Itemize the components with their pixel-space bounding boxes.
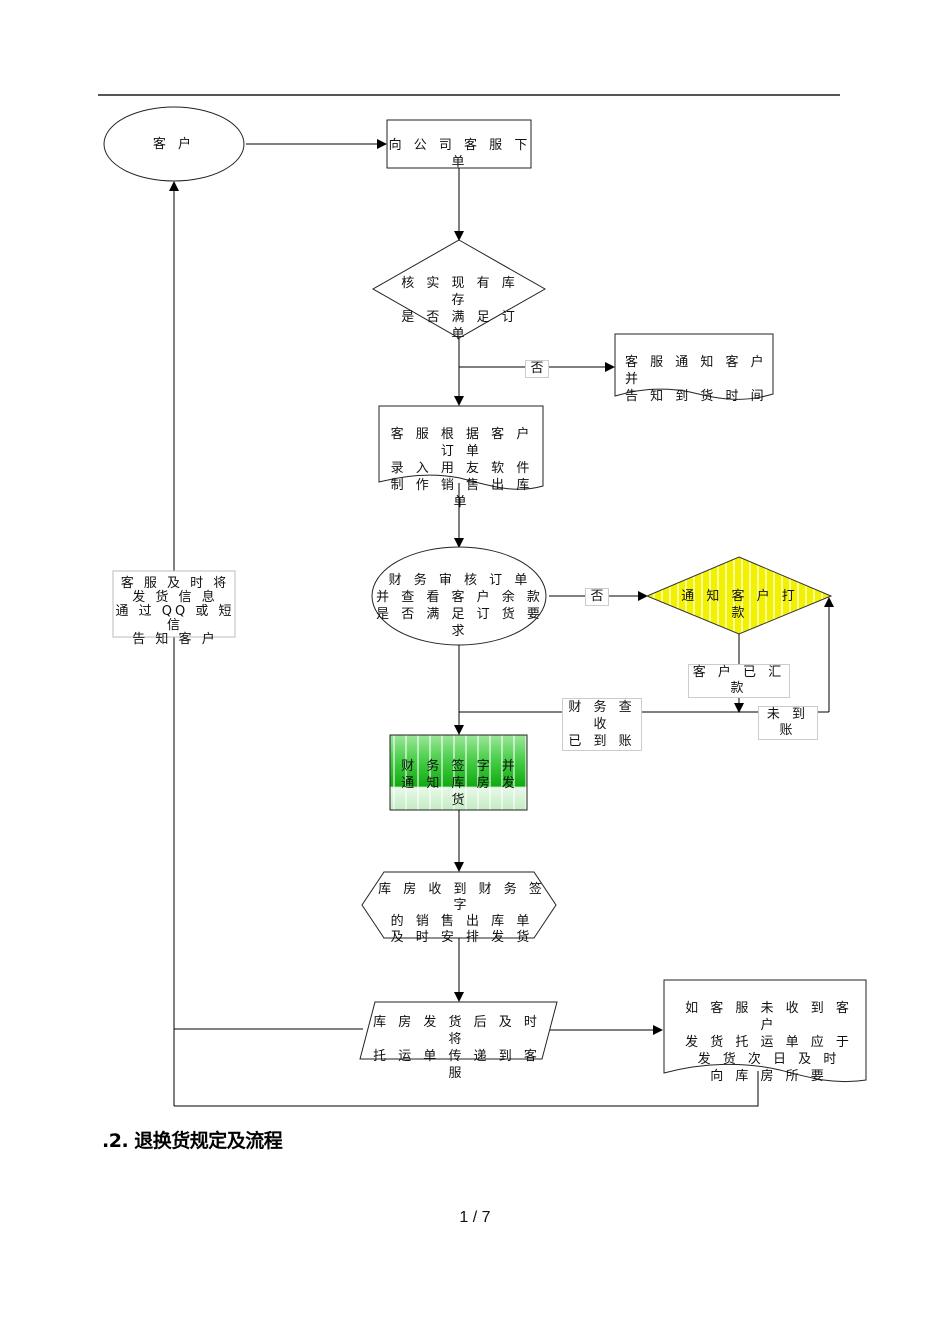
inform-customer-label: 客 服 及 时 将 发 货 信 息 通 过 QQ 或 短 信 告 知 客 户 [115, 576, 235, 647]
customer-paid-label: 客 户 已 汇 款 [688, 664, 790, 698]
page-number: 1 / 7 [459, 1209, 491, 1226]
stock-no-label: 否 [525, 360, 549, 378]
edge-request-loop [174, 1071, 759, 1107]
finance-sign-label: 财 务 签 字 并 通 知 库 房 发 货 [401, 759, 519, 808]
notify-delivery-node [614, 333, 774, 400]
enter-order-label: 客 服 根 据 客 户 订 单 录 入 用 友 软 件 制 作 销 售 出 库 … [390, 427, 534, 510]
notify-delivery-label: 客 服 通 知 客 户 并 告 知 到 货 时 间 [625, 355, 768, 404]
inform-customer-node [112, 570, 236, 638]
finance-review-label: 财 务 审 核 订 单 并 查 看 客 户 余 款 是 否 满 足 订 货 要 … [376, 573, 544, 639]
section-title: .2. 退换货规定及流程 [102, 1130, 283, 1152]
not-received-label: 未 到 账 [758, 706, 818, 740]
finance-sign-stripes [390, 735, 527, 810]
customer-label: 客 户 [152, 137, 196, 152]
request-waybill-node [663, 979, 867, 1083]
check-stock-label: 核 实 现 有 库 存 是 否 满 足 订 单 [401, 276, 519, 342]
send-waybill-node [359, 1001, 558, 1060]
notify-payment-label: 通 知 客 户 打 款 [681, 589, 799, 621]
request-waybill-label: 如 客 服 未 收 到 客 户 发 货 托 运 单 应 于 发 货 次 日 及 … [685, 1001, 853, 1084]
balance-no-label: 否 [585, 588, 609, 606]
send-waybill-label: 库 房 发 货 后 及 时 将 托 运 单 传 递 到 客 服 [373, 1015, 541, 1081]
place-order-node [386, 119, 532, 169]
place-order-label: 向 公 司 客 服 下 单 [388, 138, 532, 170]
warehouse-ship-label: 库 房 收 到 财 务 签 字 的 销 售 出 库 单 及 时 安 排 发 货 [378, 882, 546, 945]
warehouse-ship-node [361, 871, 557, 939]
finance-received-label: 财 务 查 收 已 到 账 [562, 698, 642, 751]
enter-order-node [378, 405, 544, 490]
